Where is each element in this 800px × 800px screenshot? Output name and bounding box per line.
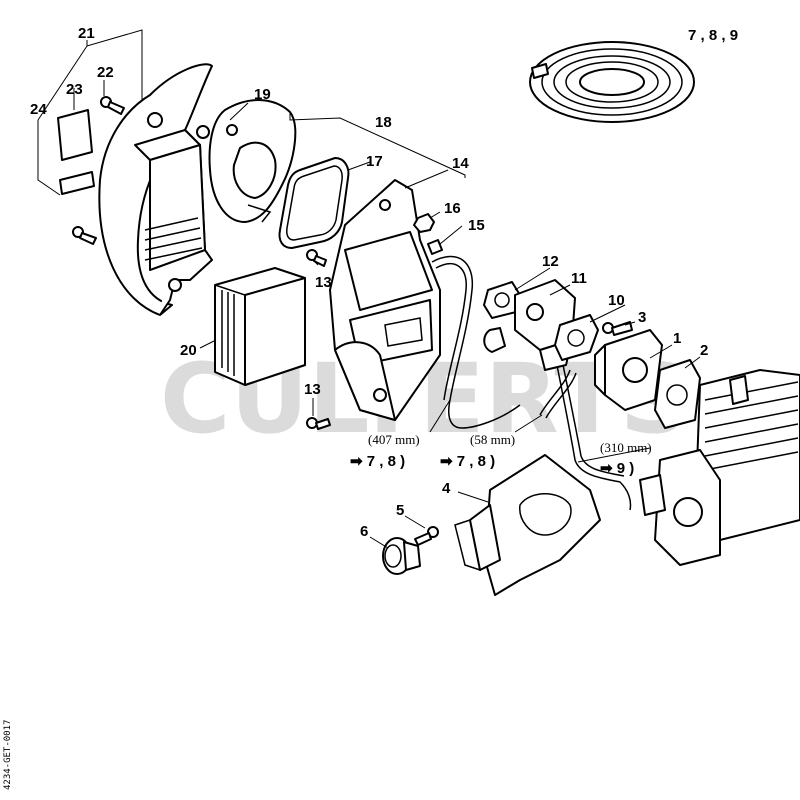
- baffle-plate-4: [454, 454, 601, 596]
- drawing-code: 4234-GET-0017: [3, 720, 13, 790]
- primer-bulb-6: [382, 537, 421, 575]
- screw-cover: [72, 226, 97, 245]
- hose-length-58: (58 mm): [470, 432, 515, 447]
- nut-16: [413, 213, 435, 233]
- label-19: 19: [254, 86, 271, 103]
- reference-9: ➡ 9 ): [600, 460, 634, 477]
- screw-13a: [306, 249, 327, 267]
- gasket-10: [554, 314, 599, 361]
- screw-13b: [306, 417, 331, 430]
- label-4: 4: [442, 480, 451, 497]
- fuel-hose-407: [431, 255, 521, 429]
- label-plate-23: [57, 109, 95, 195]
- label-18: 18: [375, 114, 392, 131]
- screw-3: [602, 321, 633, 336]
- shroud-cover-21: [98, 63, 213, 316]
- filter-housing-14: [329, 179, 441, 421]
- hose-58: [539, 369, 577, 419]
- air-filter-20: [214, 267, 306, 386]
- label-5: 5: [396, 502, 404, 519]
- fuel-hose-310: [549, 329, 632, 511]
- label-13-lower: 13: [304, 381, 321, 398]
- label-14: 14: [452, 155, 469, 172]
- label-17: 17: [366, 153, 383, 170]
- label-11: 11: [571, 270, 587, 287]
- filter-gasket-17: [278, 157, 350, 249]
- reference-7-8-b: ➡ 7 , 8 ): [440, 453, 495, 470]
- label-2: 2: [700, 342, 708, 359]
- label-21: 21: [78, 25, 95, 42]
- label-22: 22: [97, 64, 114, 81]
- label-1: 1: [673, 330, 681, 347]
- label-13-upper: 13: [315, 274, 332, 291]
- hose-length-310: (310 mm): [600, 440, 652, 455]
- intake-manifold-1: [594, 329, 663, 411]
- reference-7-8-a: ➡ 7 , 8 ): [350, 453, 405, 470]
- label-3: 3: [638, 309, 646, 326]
- label-24: 24: [30, 101, 47, 118]
- screw-5: [414, 526, 439, 546]
- screw-22: [100, 96, 125, 115]
- engine-cylinder: [639, 369, 800, 566]
- fitting-15: [427, 239, 443, 255]
- label-6: 6: [360, 523, 368, 540]
- label-15: 15: [468, 217, 485, 234]
- label-16: 16: [444, 200, 461, 217]
- label-20: 20: [180, 342, 197, 359]
- label-12: 12: [542, 253, 559, 270]
- label-7-8-9: 7 , 8 , 9: [688, 27, 738, 44]
- hose-length-407: (407 mm): [368, 432, 420, 447]
- label-23: 23: [66, 81, 83, 98]
- label-10: 10: [608, 292, 625, 309]
- flange-2: [654, 359, 701, 429]
- sealing-ring-7-8-9: [529, 41, 695, 123]
- prefilter-19: [196, 99, 297, 223]
- leader-lines: [37, 29, 701, 549]
